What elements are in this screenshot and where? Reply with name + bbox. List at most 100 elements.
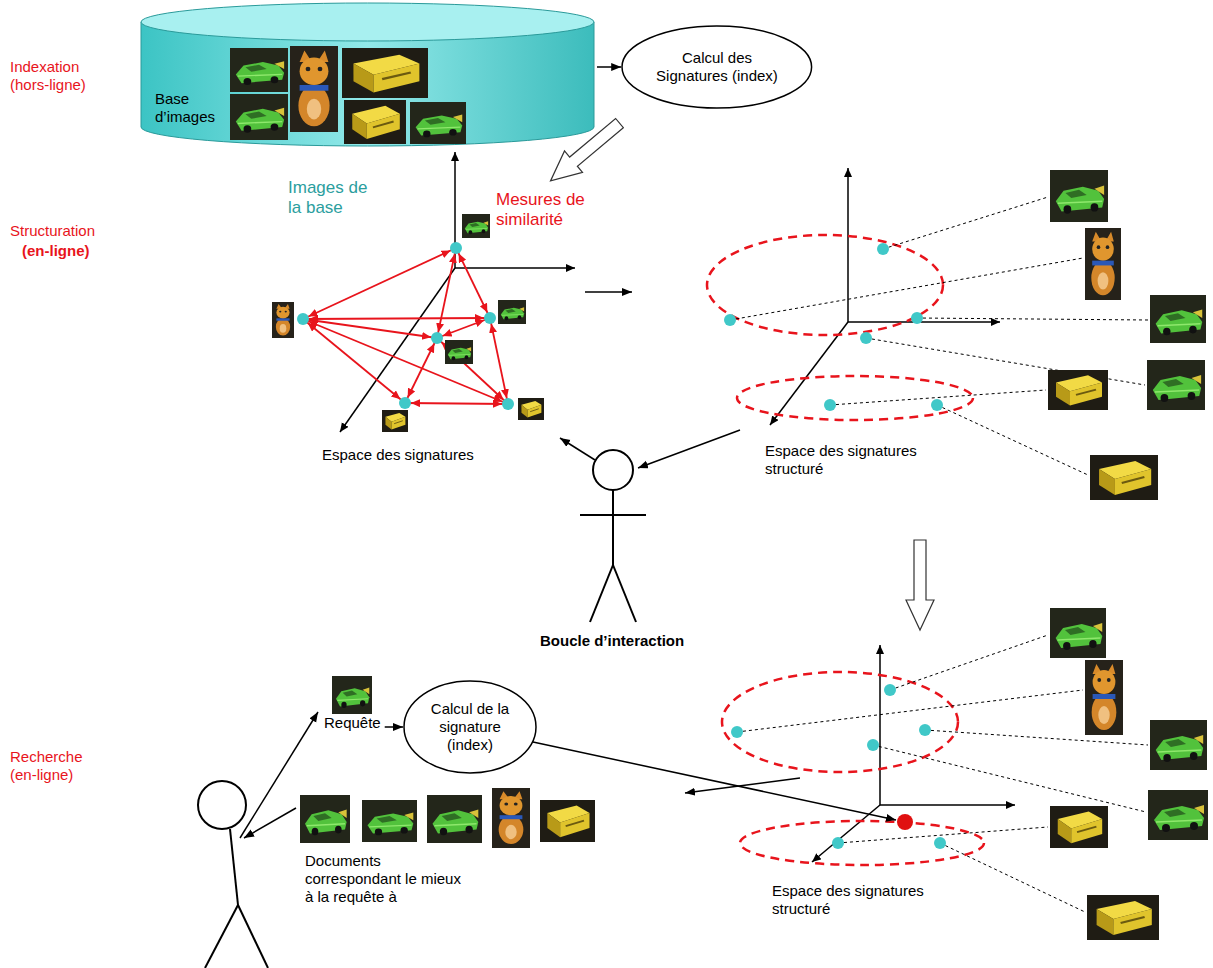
result-thumbnail: [540, 800, 595, 842]
result-caption: Documents correspondant le mieux à la re…: [305, 852, 467, 906]
signature-points: [731, 684, 946, 849]
ellipse-outline: [404, 681, 536, 773]
space-label: Espace des signatures structuré: [772, 882, 932, 918]
cylinder-outline: [140, 2, 595, 148]
axis: [812, 805, 880, 862]
loop-label: Boucle d’interaction: [540, 632, 684, 650]
drawing-part: [940, 843, 1085, 912]
drawing-part: [303, 248, 456, 319]
hollow-arrow: [906, 540, 934, 630]
thumbnail: [272, 302, 294, 338]
arrow: [240, 712, 318, 838]
thumbnail: [462, 214, 490, 238]
thumbnail: [498, 300, 526, 324]
query-image: Requête: [322, 676, 383, 732]
drawing-part: [502, 398, 514, 410]
space-label: Espace des signatures structuré: [765, 442, 925, 478]
arrow: [685, 778, 800, 793]
leader-lines: [737, 635, 1148, 912]
axis: [770, 322, 848, 425]
drawing-part: [860, 332, 872, 344]
arrow: [638, 430, 740, 468]
phase-label: Indexation (hors-ligne): [10, 58, 110, 94]
drawing-part: [297, 313, 309, 325]
annotation: Mesures de similarité: [496, 190, 601, 230]
drawing-part: [590, 565, 613, 622]
drawing-part: [405, 403, 508, 404]
drawing-part: [911, 312, 923, 324]
axis: [455, 267, 575, 269]
drawing-part: [890, 635, 1048, 690]
annotation: Images de la base: [288, 178, 380, 218]
leader-lines: [730, 197, 1148, 475]
drawing-part: [613, 565, 636, 622]
thumbnail: [1050, 608, 1106, 658]
drawing-part: [873, 745, 1146, 812]
drawing-part: [399, 397, 411, 409]
drawing-part: [303, 319, 508, 404]
thumbnail: [1150, 295, 1206, 343]
cluster-outline: [737, 376, 973, 420]
drawing-part: [832, 837, 844, 849]
similarity-arrows: [303, 248, 508, 404]
thumbnail: [1050, 806, 1108, 848]
axis: [880, 804, 1015, 806]
arrow: [585, 291, 632, 293]
connector-arrow: [597, 66, 621, 68]
node-text: Calcul de la signature (index): [427, 700, 513, 754]
drawing-part: [934, 837, 946, 849]
drawing-part: [437, 248, 456, 338]
structured-space: [722, 608, 1208, 940]
thumbnail: [1150, 720, 1207, 770]
thumbnail: [1048, 370, 1108, 410]
node-text: Requête: [324, 714, 381, 732]
drawing-part: [484, 312, 496, 324]
arrow: [244, 808, 296, 838]
thumbnail: [1087, 895, 1159, 940]
cluster-outline: [722, 672, 958, 772]
drawing-part: [431, 332, 443, 344]
drawing-part: [405, 338, 437, 403]
drawing-part: [737, 690, 1083, 732]
query-point: [897, 814, 913, 830]
drawing-part: [205, 905, 238, 968]
thumbnail: [1050, 170, 1108, 222]
arrow: [560, 438, 595, 460]
process-ellipse: Calcul des Signatures (index): [621, 25, 813, 109]
cylinder-top: [141, 3, 594, 41]
drawing-part: [883, 197, 1048, 249]
ellipse-outline: [622, 26, 812, 108]
thumbnail: [1147, 360, 1205, 410]
drawing-part: [437, 318, 490, 338]
axis: [879, 645, 881, 805]
process-ellipse: Calcul de la signature (index): [403, 680, 537, 774]
database-cylinder: Base d’images: [140, 2, 595, 148]
axis: [848, 321, 1000, 323]
drawing-part: [303, 319, 405, 403]
drawing-part: [490, 318, 508, 404]
drawing-part: [931, 399, 943, 411]
drawing-part: [937, 405, 1088, 475]
result-thumbnail: [492, 788, 530, 848]
thumbnail: [518, 398, 544, 420]
axis: [340, 268, 455, 432]
result-thumbnail: [362, 800, 417, 842]
thumbnail: [1085, 660, 1123, 735]
drawing-part: [230, 829, 238, 905]
cluster-outline: [740, 821, 984, 865]
drawing-part: [824, 399, 836, 411]
drawing-part: [198, 781, 246, 829]
drawing-part: [867, 739, 879, 751]
drawing-part: [917, 318, 1148, 320]
drawing-part: [877, 243, 889, 255]
thumbnail: [1085, 228, 1121, 300]
query-thumbnail: [332, 676, 372, 714]
drawing-part: [730, 258, 1083, 320]
thumbnail: [1090, 455, 1158, 500]
thumbnail: [332, 676, 372, 714]
space-label: Espace des signatures: [322, 446, 474, 464]
phase-label: (en-ligne): [22, 242, 90, 260]
